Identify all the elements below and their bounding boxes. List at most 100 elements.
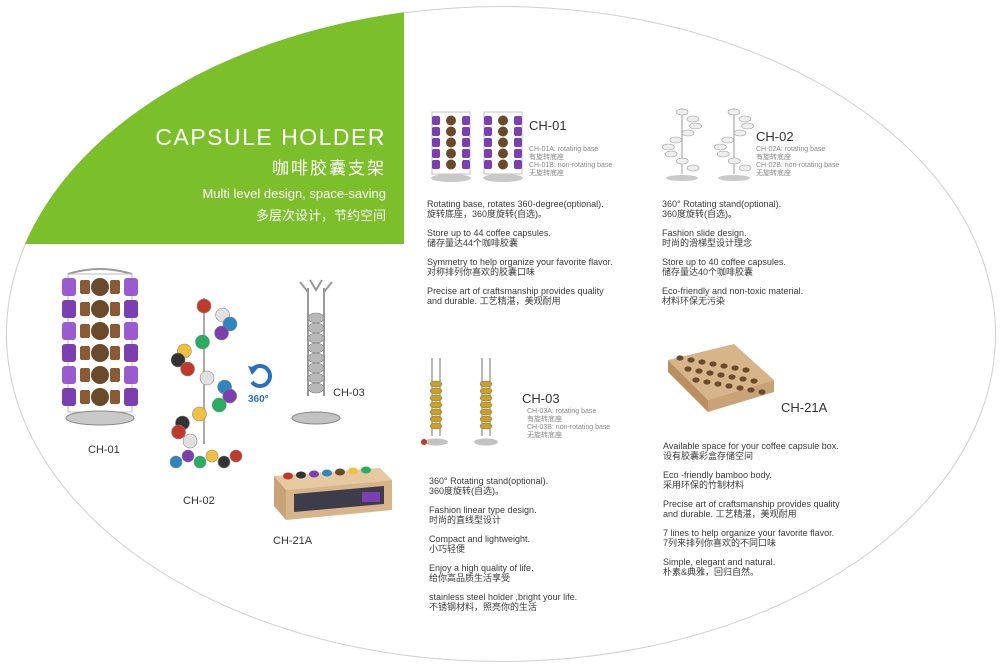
ch03-variant-a: CH-03A: rotating base (527, 408, 597, 415)
capsule (110, 368, 120, 382)
capsule (432, 160, 440, 169)
capsule-slot (738, 164, 752, 172)
ch01-large-image (62, 268, 138, 426)
capsule-slot (675, 108, 689, 116)
ch03-left-label: CH-03 (333, 387, 365, 399)
ch21a-feature-cn: 朴素&典雅，回归自然。 (663, 567, 760, 577)
page-subtitle-cn: 多层次设计，节约空间 (255, 208, 386, 223)
ch02-feature-en: 360° Rotating stand(optional). (662, 199, 782, 209)
capsule-slot (727, 157, 741, 165)
capsule (498, 148, 508, 159)
ch21a-feature-cn: 设有胶囊彩盒存储空间 (663, 451, 754, 461)
capsule (421, 439, 427, 445)
capsule (429, 408, 443, 416)
capsule-slot (716, 150, 730, 158)
capsule-hole (720, 363, 728, 369)
capsule (80, 390, 90, 404)
ch03-feature-cn: 360度旋转(自选)。 (429, 486, 505, 496)
capsule-slot (686, 164, 700, 172)
capsule (181, 449, 195, 463)
capsule (446, 148, 456, 159)
capsule (296, 471, 306, 479)
capsule (222, 388, 238, 404)
capsule (124, 366, 138, 384)
ch03-variant-b-cn: 无旋转底座 (527, 432, 562, 439)
capsule (91, 388, 109, 406)
ch02-variant-a: CH-02A: rotating base (756, 146, 826, 153)
capsule (498, 115, 508, 126)
ch21a-feature-en: Simple, elegant and natural. (663, 557, 776, 567)
capsule (80, 280, 90, 294)
capsule (498, 126, 508, 137)
ch21a-left-label: CH-21A (273, 535, 313, 547)
capsule-slot (738, 115, 752, 123)
capsule (361, 466, 371, 474)
ch03-model: CH-03 (522, 391, 560, 406)
capsule-slot (733, 129, 747, 137)
capsule (195, 334, 210, 350)
capsule-hole (728, 374, 736, 380)
capsule-hole (687, 357, 695, 363)
ch03-feature-cn: 小巧轻便 (429, 544, 466, 554)
capsule (193, 455, 207, 469)
capsule (307, 352, 325, 364)
capsule-hole (714, 381, 722, 387)
ch21a-large-image (274, 466, 392, 520)
capsule (479, 401, 493, 409)
stand-base (718, 175, 750, 181)
ch21a-feature-en: 7 lines to help organize your favorite f… (663, 528, 835, 538)
capsule (307, 342, 325, 354)
capsule-hole (698, 359, 706, 365)
ch03-feature-en: stainless steel holder ,bright your life… (429, 592, 578, 602)
capsule (514, 138, 522, 147)
ch01-variant-a-cn: 有旋转底座 (529, 154, 564, 161)
capsule (214, 325, 229, 341)
ch02-features: 360° Rotating stand(optional).360度旋转(自选)… (662, 199, 803, 315)
ch01-feature-en: Precise art of craftsmanship provides qu… (427, 286, 604, 296)
capsule (514, 127, 522, 136)
ch03-feature-en: Fashion linear type design. (429, 505, 537, 515)
ch21a-feature-cn: 采用环保的竹制材料 (663, 480, 745, 490)
ch01-features: Rotating base, rotates 360-degree(option… (427, 199, 613, 315)
capsule (484, 149, 492, 158)
capsule (432, 127, 440, 136)
ch02-feature-en: Eco-friendly and non-toxic material. (662, 286, 804, 296)
capsule (429, 422, 443, 430)
ch02-model: CH-02 (756, 129, 794, 144)
page-title: CAPSULE HOLDER (155, 124, 386, 150)
capsule (514, 160, 522, 169)
stand-base (474, 438, 498, 446)
ellipse-panel: CAPSULE HOLDER 咖啡胶囊支架 Multi level design… (6, 6, 996, 662)
capsule (479, 408, 493, 416)
capsule (91, 344, 109, 362)
capsule (429, 387, 443, 395)
capsule-hole (750, 378, 758, 384)
capsule-hole (676, 355, 684, 361)
ch02-variant-b-cn: 无旋转底座 (756, 170, 791, 177)
capsule-slot (669, 136, 683, 144)
stand-base (424, 438, 448, 446)
ch01-variant-a: CH-01A: rotating base (529, 146, 599, 153)
capsule-hole (739, 376, 747, 382)
capsule (479, 422, 493, 430)
capsule (229, 449, 243, 463)
ch21a-feature-en-cont: and durable. (663, 509, 714, 519)
capsule (62, 366, 76, 384)
capsule (514, 116, 522, 125)
capsule-slot (741, 122, 754, 130)
capsule (484, 138, 492, 147)
capsule (91, 322, 109, 340)
page-subtitle: Multi level design, space-saving (202, 186, 386, 201)
ch01-feature-cn: 旋转底座，360度旋转(自选)。 (427, 209, 548, 219)
capsule (80, 346, 90, 360)
capsule (429, 380, 443, 388)
capsule (307, 372, 325, 384)
capsule (498, 159, 508, 170)
capsule (62, 388, 76, 406)
ch02-feature-cn: 360度旋转(自选)。 (662, 209, 738, 219)
ch21a-feature-en: Available space for your coffee capsule … (663, 441, 839, 451)
capsule (335, 468, 345, 476)
ch01-variant-b-cn: 无旋转底座 (529, 170, 564, 177)
ch02-feature-en: Store up to 40 coffee capsules. (662, 257, 786, 267)
